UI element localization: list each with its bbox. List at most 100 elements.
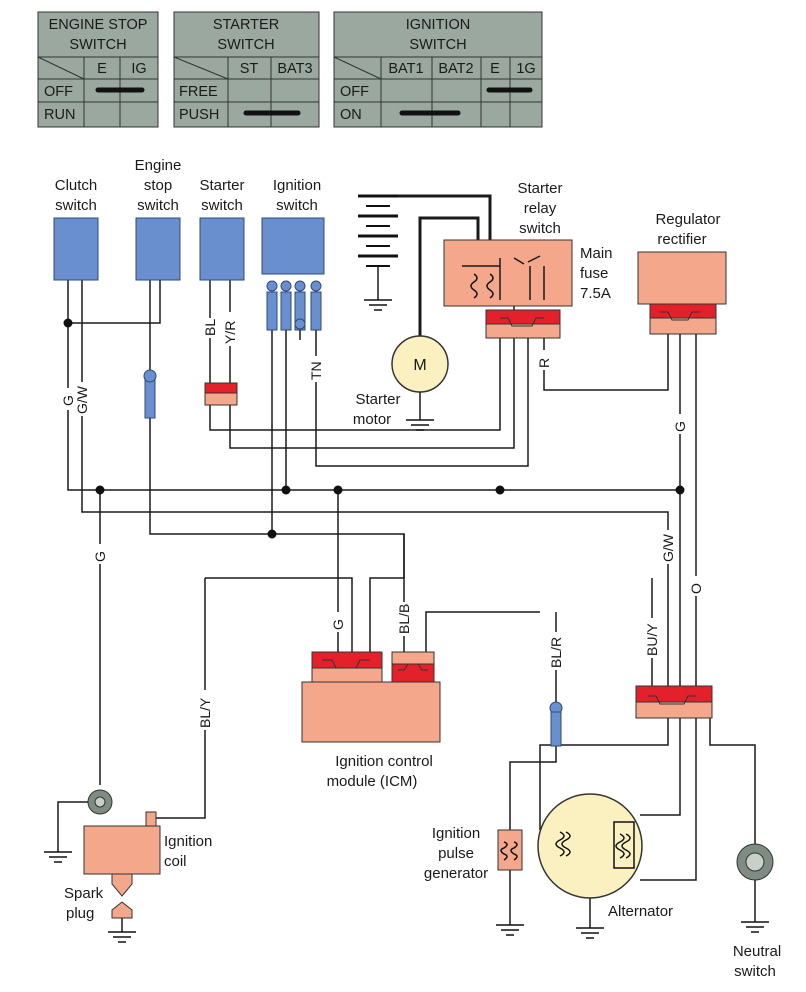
engine-stop-switch-label: Engine xyxy=(135,157,182,174)
clutch-switch-label-2: switch xyxy=(55,197,97,214)
starter-row-free: FREE xyxy=(179,84,218,100)
pulse-generator-label-2: pulse xyxy=(438,845,474,862)
ignition-switch-label-2: switch xyxy=(276,197,318,214)
junction-dot xyxy=(675,485,685,495)
junction-dot xyxy=(95,485,105,495)
main-fuse-label-2: fuse xyxy=(580,265,608,282)
clutch-switch-label: Clutch xyxy=(55,177,98,194)
starter-switch-label: Starter xyxy=(199,177,244,194)
wire-label-r: R xyxy=(536,358,552,368)
ignition-control-module: Ignition control module (ICM) xyxy=(301,651,441,790)
alternator: Alternator xyxy=(537,793,673,939)
alternator-connector xyxy=(635,685,713,719)
starter-switch-table: STARTER SWITCH ST BAT3 FREE PUSH xyxy=(173,11,320,128)
regulator-label: Regulator xyxy=(655,211,720,228)
ignition-switch-label: Ignition xyxy=(273,177,321,194)
main-fuse-label: Main xyxy=(580,245,613,262)
neutral-switch: Neutral switch xyxy=(733,843,781,980)
wire-label-gw-right: G/W xyxy=(660,533,676,562)
wire-label-bly: BL/Y xyxy=(197,697,213,728)
wiring xyxy=(67,194,756,925)
engine-stop-switch-label-3: switch xyxy=(137,197,179,214)
ignition-coil: Ignition coil xyxy=(44,789,212,875)
starter-table-title-2: SWITCH xyxy=(217,37,274,53)
wire-label-buy: BU/Y xyxy=(644,623,660,656)
regulator-label-2: rectifier xyxy=(657,231,706,248)
wire-labels: G G/W BL Y/R TN R G G G/W O G BL/B BL/R … xyxy=(60,312,704,730)
wire-label-g-regulator: G xyxy=(672,421,688,432)
ignition-row-on: ON xyxy=(340,107,362,123)
junction-dot xyxy=(267,529,277,539)
wire-label-tn: TN xyxy=(308,361,324,380)
icm-label: Ignition control xyxy=(335,753,433,770)
main-fuse-label-3: 7.5A xyxy=(580,285,611,302)
engine-stop-row-off: OFF xyxy=(44,84,73,100)
alternator-label: Alternator xyxy=(608,903,673,920)
ignition-table-title-2: SWITCH xyxy=(409,37,466,53)
ignition-col-bat1: BAT1 xyxy=(388,61,423,77)
icm-label-2: module (ICM) xyxy=(327,773,418,790)
regulator-rectifier: Regulator rectifier xyxy=(637,211,727,335)
alternator-icon xyxy=(537,793,643,899)
wire-label-blb: BL/B xyxy=(396,604,412,634)
engine-stop-col-e: E xyxy=(97,61,107,77)
wire-label-g-coil: G xyxy=(92,551,108,562)
wire-label-blr: BL/R xyxy=(548,637,564,668)
ignition-col-1g: 1G xyxy=(516,61,535,77)
wire-label-bl: BL xyxy=(202,319,218,336)
starter-motor: M Starter motor xyxy=(353,335,449,431)
spark-plug-label-2: plug xyxy=(66,905,94,922)
starter-row-push: PUSH xyxy=(179,107,219,123)
starter-motor-label: Starter xyxy=(355,391,400,408)
starter-table-title: STARTER xyxy=(213,17,279,33)
ignition-coil-label-2: coil xyxy=(164,853,187,870)
ignition-col-e: E xyxy=(490,61,500,77)
ignition-col-bat2: BAT2 xyxy=(438,61,473,77)
wire-label-g-icm: G xyxy=(330,619,346,630)
starter-motor-label-2: motor xyxy=(353,411,391,428)
starter-switch-label-2: switch xyxy=(201,197,243,214)
wire-label-o: O xyxy=(688,583,704,594)
ignition-switch: Ignition switch xyxy=(261,177,325,331)
neutral-switch-label-2: switch xyxy=(734,963,776,980)
wire-label-g-clutch: G xyxy=(60,395,76,406)
engine-stop-row-run: RUN xyxy=(44,107,75,123)
motor-symbol: M xyxy=(413,357,426,374)
battery-symbol xyxy=(358,194,398,300)
engine-stop-col-ig: IG xyxy=(131,61,146,77)
junction-dot xyxy=(281,485,291,495)
engine-stop-switch-table: ENGINE STOP SWITCH E IG OFF RUN xyxy=(37,11,159,128)
main-fuse-connector: Main fuse 7.5A xyxy=(485,245,613,339)
junction-dots xyxy=(63,318,685,539)
ignition-pulse-generator: Ignition pulse generator xyxy=(424,825,524,936)
pulse-generator-label-3: generator xyxy=(424,865,488,882)
junction-dot xyxy=(63,318,73,328)
neutral-switch-label: Neutral xyxy=(733,943,781,960)
engine-stop-switch-label-2: stop xyxy=(144,177,172,194)
junction-dot xyxy=(333,485,343,495)
engine-stop-switch: Engine stop switch xyxy=(135,157,182,419)
engine-stop-table-title-2: SWITCH xyxy=(69,37,126,53)
pulse-generator-inline-connector xyxy=(549,701,563,747)
starter-relay-label: Starter xyxy=(517,180,562,197)
starter-relay-label-2: relay xyxy=(524,200,557,217)
pulse-generator-label: Ignition xyxy=(432,825,480,842)
spark-plug-label: Spark xyxy=(64,885,104,902)
starter-relay-label-3: switch xyxy=(519,220,561,237)
clutch-switch: Clutch switch xyxy=(53,177,99,281)
spark-plug: Spark plug xyxy=(64,873,136,943)
starter-col-bat3: BAT3 xyxy=(277,61,312,77)
engine-stop-table-title: ENGINE STOP xyxy=(49,17,148,33)
wire-label-gw-clutch: G/W xyxy=(74,385,90,414)
junction-dot xyxy=(495,485,505,495)
starter-relay-switch: Starter relay switch xyxy=(443,180,573,307)
ignition-coil-label: Ignition xyxy=(164,833,212,850)
battery-ground-icon xyxy=(364,299,392,311)
wire-label-yr: Y/R xyxy=(222,321,238,344)
ignition-switch-table: IGNITION SWITCH BAT1 BAT2 E 1G OFF ON xyxy=(333,11,543,128)
starter-switch: Starter switch xyxy=(199,177,245,406)
ignition-row-off: OFF xyxy=(340,84,369,100)
starter-col-st: ST xyxy=(240,61,259,77)
ignition-table-title: IGNITION xyxy=(406,17,470,33)
